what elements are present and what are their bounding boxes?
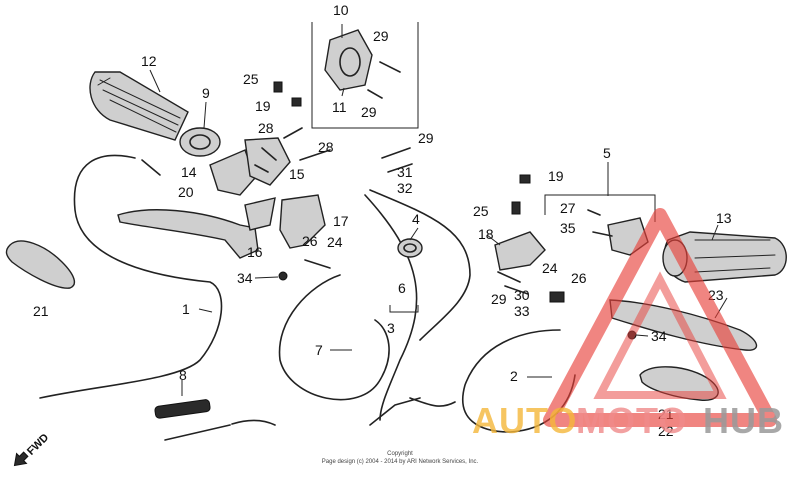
callout-31: 31 [397,164,413,180]
clutch-bracket [279,194,326,249]
callout-2: 2 [510,368,518,384]
throttle-cable [369,189,471,341]
callout-4: 4 [412,211,420,227]
callout-9: 9 [202,85,210,101]
callout-21: 21 [33,303,49,319]
callout-34: 34 [237,270,253,286]
left-grip [89,71,221,157]
throttle-housing [209,137,291,196]
callout-13: 13 [716,210,732,226]
group-bracket-10 [311,22,419,129]
callout-12: 12 [141,53,157,69]
callout-20: 20 [178,184,194,200]
callout-7: 7 [315,342,323,358]
callout-30: 30 [514,287,530,303]
cable-end-left [164,419,276,441]
callout-24: 24 [542,260,558,276]
cable-end-mid [369,397,456,426]
callout-28: 28 [258,120,274,136]
callout-28: 28 [318,139,334,155]
callout-8: 8 [179,367,187,383]
callout-26: 26 [302,233,318,249]
callout-19: 19 [548,168,564,184]
cable-spring [154,399,211,419]
fwd-label: FWD [25,432,51,458]
callout-1: 1 [182,301,190,317]
callout-17: 17 [333,213,349,229]
forward-direction-indicator: FWD [13,432,51,467]
callout-26: 26 [571,270,587,286]
callout-33: 33 [514,303,530,319]
callout-29: 29 [418,130,434,146]
leader-lines [149,24,728,396]
callout-16: 16 [247,244,263,260]
switch-plate [244,197,276,231]
watermark-text-hub: HUB [703,400,784,441]
throttle-drum [324,29,373,91]
callout-29: 29 [491,291,507,307]
callout-34: 34 [651,328,667,344]
copyright-line-1: Copyright [387,451,413,457]
callout-25: 25 [243,71,259,87]
callout-29: 29 [361,104,377,120]
callout-24: 24 [327,234,343,250]
callout-35: 35 [560,220,576,236]
group-bracket-5 [544,194,656,222]
right-bracket [494,231,546,271]
hardware-bolts [273,61,637,340]
forward-arrow-icon [13,451,29,467]
callout-32: 32 [397,180,413,196]
callout-10: 10 [333,2,349,18]
callout-29: 29 [373,28,389,44]
clamp [397,238,423,258]
callout-5: 5 [603,145,611,161]
watermark-logo [543,208,777,427]
callout-14: 14 [181,164,197,180]
group-bracket-6 [389,305,419,313]
callouts: 12 9 25 19 28 28 10 29 11 29 29 14 15 20… [33,2,732,439]
callout-3: 3 [387,320,395,336]
clutch-lever [117,209,259,259]
callout-15: 15 [289,166,305,182]
choke-cable [278,274,390,401]
clutch-cable [39,154,223,399]
callout-18: 18 [478,226,494,242]
callout-19: 19 [255,98,271,114]
copyright-line-2: Page design (c) 2004 - 2014 by ARI Netwo… [322,459,479,465]
callout-11: 11 [332,99,347,115]
left-mirror [5,240,76,289]
callout-27: 27 [560,200,576,216]
watermark-text-moto: MOTO [576,400,687,441]
callout-6: 6 [398,280,406,296]
triangle-logo-icon [543,208,777,427]
watermark-text-auto: AUTO [472,400,577,441]
callout-25: 25 [473,203,489,219]
